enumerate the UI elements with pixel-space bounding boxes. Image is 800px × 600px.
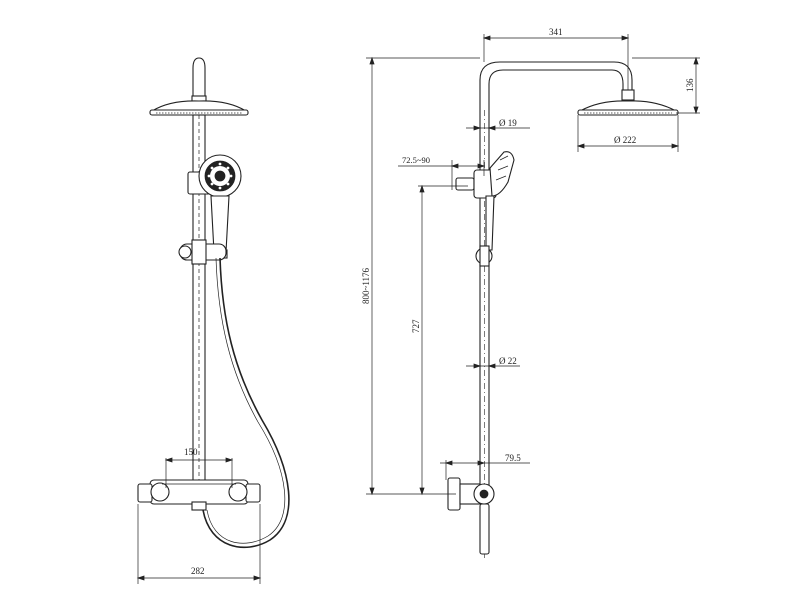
dim-centers-label: 150 [184, 447, 198, 457]
dim-rail-diameter: Ø 22 [466, 356, 520, 369]
front-rain-shower-head [149, 95, 249, 116]
side-slider [475, 245, 493, 267]
front-view: 150 282 [136, 57, 290, 584]
dim-wall-offset: 79.5 [440, 453, 530, 480]
front-thermostatic-mixer [137, 479, 261, 511]
dim-arm-tube-diameter: Ø 19 [466, 118, 530, 131]
dim-total-height: 800~1176 [361, 56, 480, 496]
side-shower-riser [479, 61, 633, 500]
dim-head-diameter-label: Ø 222 [614, 135, 636, 145]
dim-width-bottom-label: 282 [191, 566, 205, 576]
dim-holder-angle: 72.5~90 [398, 155, 486, 190]
front-hand-shower [187, 154, 242, 259]
dim-rail-length-label: 727 [411, 319, 421, 333]
front-slider-holder [178, 239, 227, 265]
dim-width-bottom: 282 [136, 504, 262, 584]
dim-arm-length-label: 341 [549, 27, 563, 37]
dim-arm-height-label: 136 [685, 78, 695, 92]
front-shower-hose [202, 257, 290, 549]
dim-arm-tube-diameter-label: Ø 19 [499, 118, 517, 128]
dim-total-height-label: 800~1176 [361, 267, 371, 304]
dim-rail-length: 727 [411, 184, 468, 496]
dim-arm-length: 341 [482, 27, 630, 90]
side-mixer [447, 477, 495, 555]
dim-rail-diameter-label: Ø 22 [499, 356, 517, 366]
side-hand-shower [455, 151, 515, 251]
dim-holder-angle-label: 72.5~90 [402, 155, 430, 165]
dim-head-diameter: Ø 222 [576, 115, 680, 152]
dim-wall-offset-label: 79.5 [505, 453, 521, 463]
dim-centers: 150 [164, 447, 234, 488]
side-view: 341 136 Ø 222 Ø 19 [361, 27, 700, 560]
side-rain-shower-head [577, 89, 679, 116]
dim-arm-height: 136 [632, 56, 700, 115]
